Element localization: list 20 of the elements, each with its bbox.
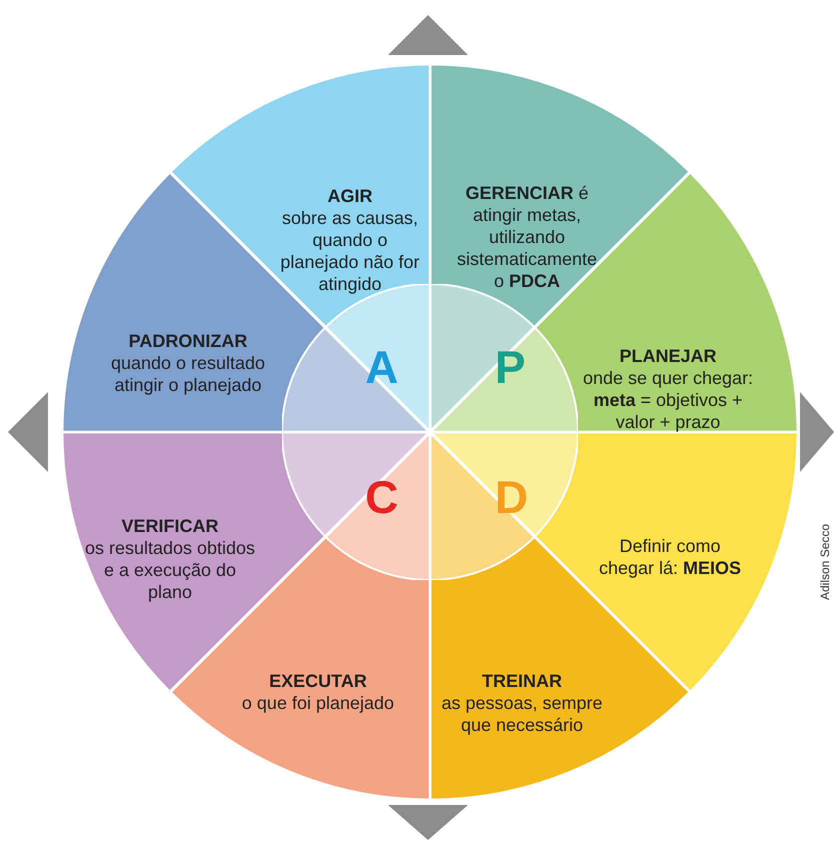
description: Definir como chegar lá: MEIOS	[598, 535, 742, 579]
heading: VERIFICAR	[120, 515, 220, 537]
description: onde se quer chegar: meta = objetivos + valor + prazo	[582, 366, 754, 433]
pdca-letter: C	[365, 472, 398, 522]
pdca-letter: A	[365, 342, 398, 392]
heading: AGIR	[326, 185, 374, 207]
pdca-letter: P	[494, 342, 526, 392]
heading: PADRONIZAR	[128, 330, 248, 352]
description: o que foi planejado	[240, 692, 396, 714]
center-quadrant	[430, 432, 578, 580]
description: as pessoas, sempre que necessário	[440, 692, 604, 736]
heading: TREINAR	[481, 670, 563, 692]
description: os resultados obtidos e a execução do plano	[84, 537, 256, 603]
description: quando o resultado atingir o planejado	[110, 352, 266, 396]
credit-text: Adilson Secco	[818, 524, 832, 600]
description: sobre as causas, quando o planejado não for atingido	[279, 207, 421, 295]
heading: PLANEJAR	[618, 344, 718, 367]
heading: EXECUTAR	[268, 670, 368, 692]
pdca-letter: D	[494, 472, 528, 522]
description: GERENCIAR é atingir metas, utilizando sistematicamente o PDCA	[456, 182, 598, 292]
